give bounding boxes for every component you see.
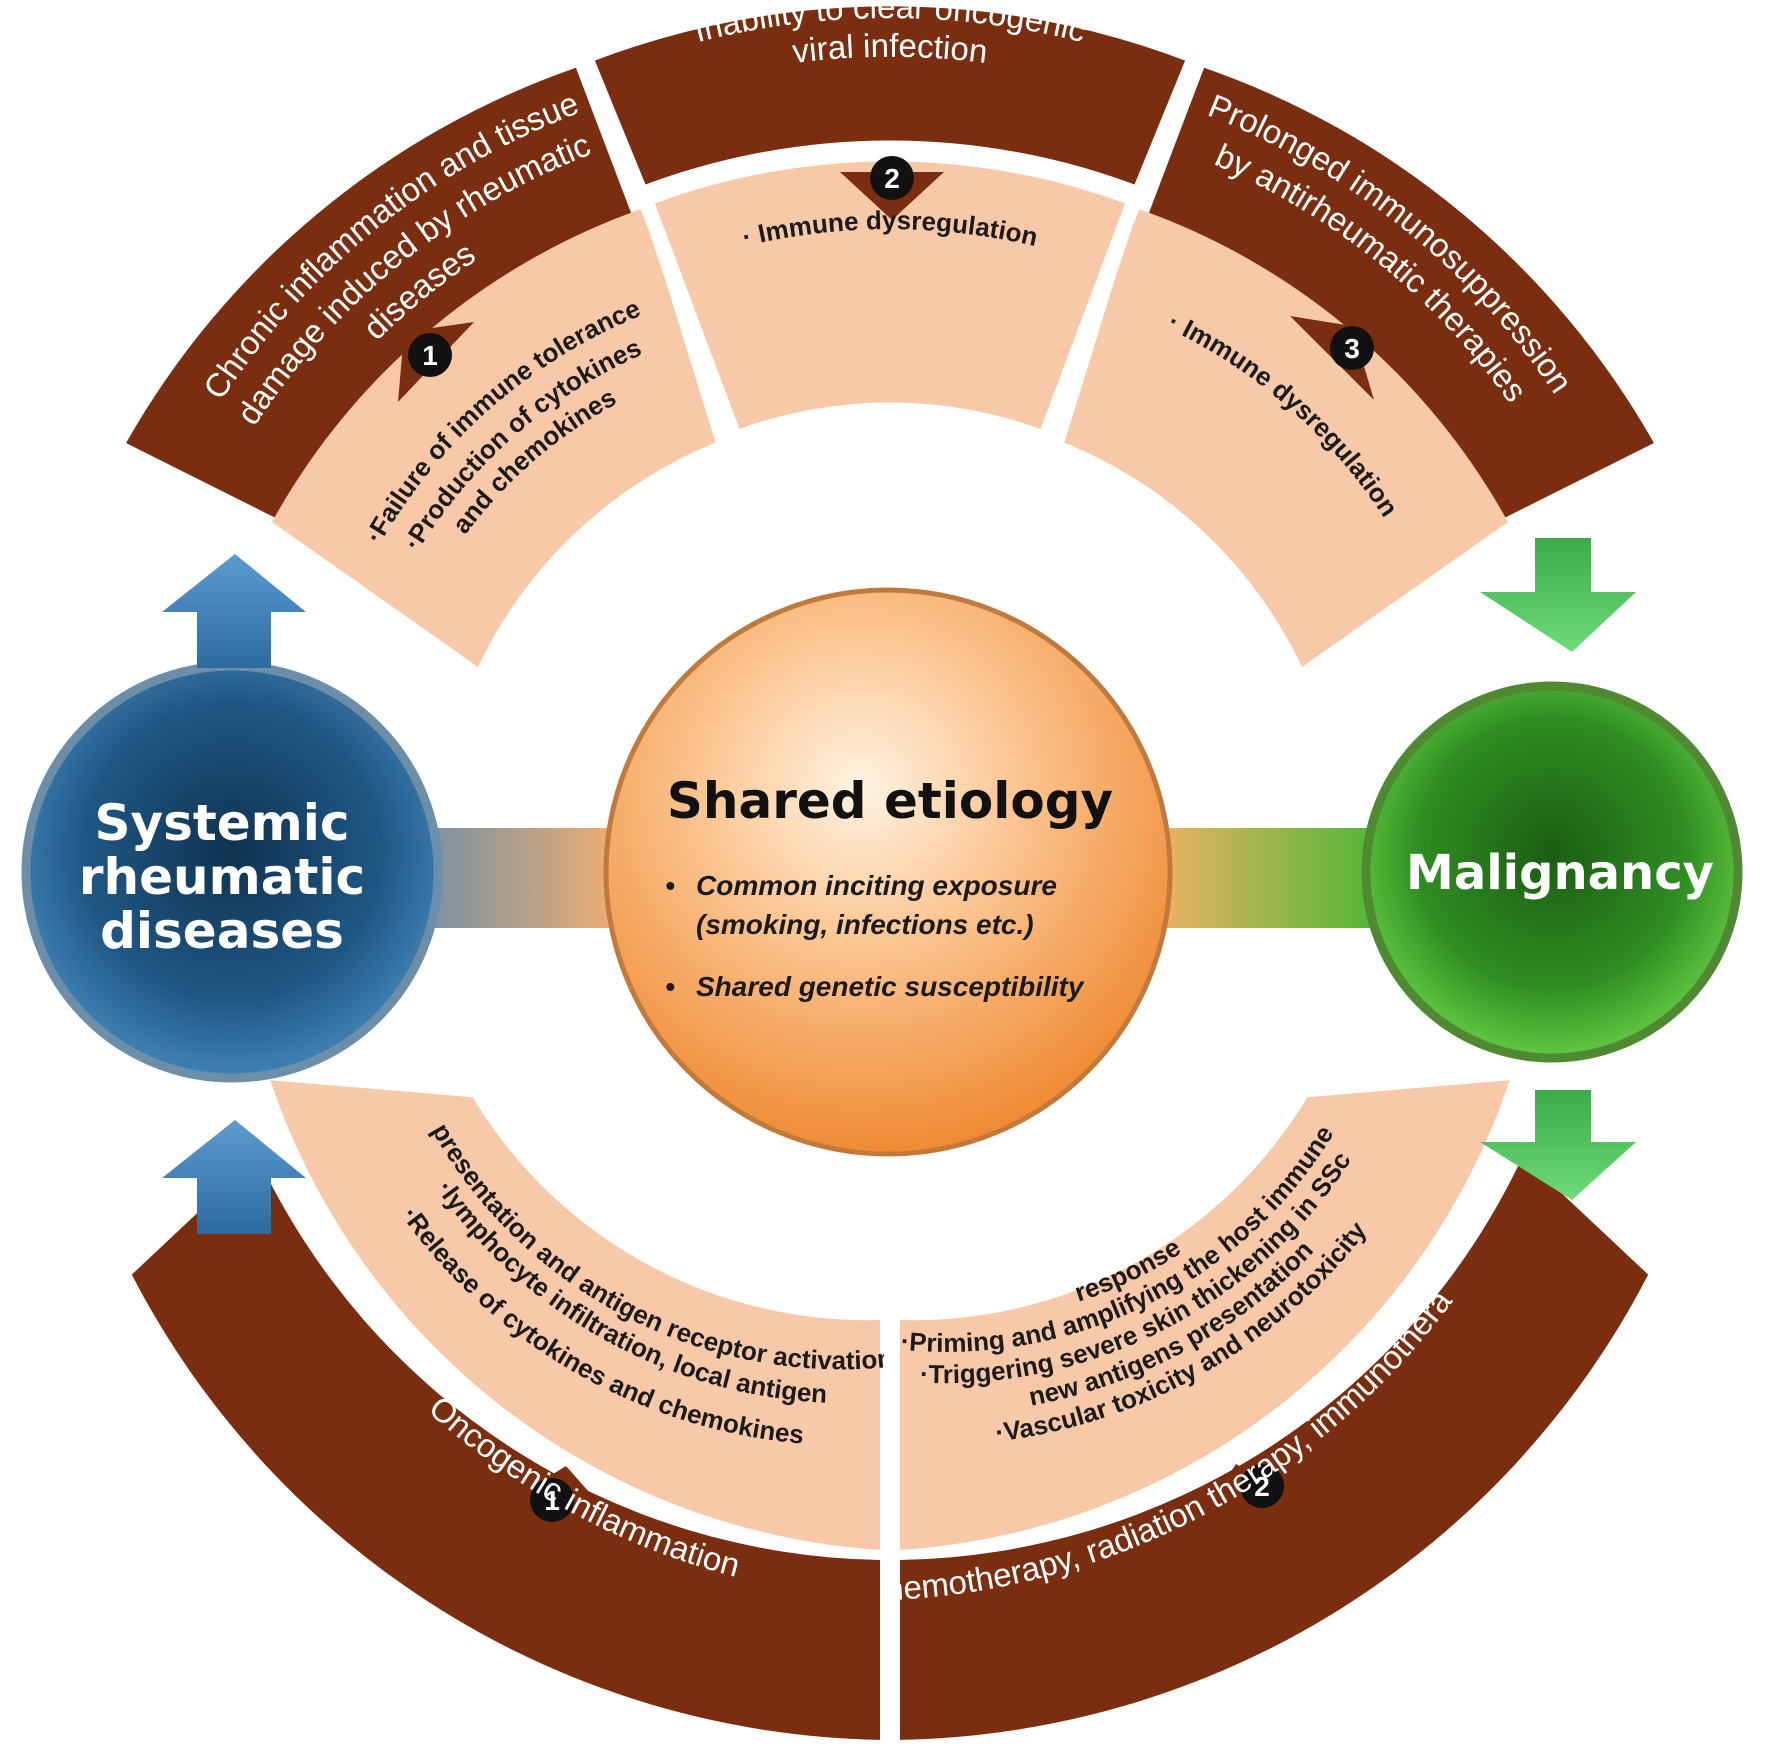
number-bottom-left: 1: [544, 1485, 560, 1516]
panel-bottom-left: [270, 1080, 880, 1550]
down-arrow-icon: [1480, 538, 1636, 652]
number-badge-top-middle: [870, 156, 914, 200]
number-badge-top-right: [1330, 326, 1374, 370]
connector-left: [410, 828, 630, 928]
band-top-middle: [592, 6, 1188, 189]
node-malignancy: [1361, 681, 1743, 1063]
number-badge-bottom-right: [1240, 1464, 1284, 1508]
down-arrow-icon: [1480, 1090, 1636, 1200]
center-title: Shared etiology: [667, 772, 1113, 830]
number-top-right: 3: [1344, 333, 1360, 364]
number-top-middle: 2: [884, 163, 900, 194]
panel-bottom-right: [900, 1080, 1510, 1550]
up-arrow-icon: [162, 1120, 306, 1234]
panel-top-middle: [654, 161, 1126, 430]
panel-top-left: [272, 208, 716, 668]
band-bottom-right: [900, 1156, 1649, 1740]
separator: [643, 210, 733, 454]
center-item-2: Shared genetic susceptibility: [696, 971, 1085, 1002]
panel-top-right: [1064, 208, 1508, 668]
number-bottom-right: 2: [1254, 1471, 1270, 1502]
number-top-left: 1: [422, 340, 438, 371]
center-item-1: Common inciting exposure: [696, 870, 1057, 901]
left-node-line-2: rheumatic: [79, 848, 365, 906]
center-bullet-1: •: [665, 870, 675, 901]
band-top-left: [126, 67, 633, 521]
band-top-right: [1147, 67, 1654, 521]
separator: [1047, 210, 1137, 454]
center-circle: [603, 587, 1173, 1157]
center-bullet-2: •: [665, 971, 675, 1002]
band-text-top-middle-2: viral infection: [790, 27, 989, 70]
number-badge-bottom-left: [530, 1478, 574, 1522]
left-node-line-1: Systemic: [94, 794, 349, 852]
center-item-1-cont: (smoking, infections etc.): [696, 909, 1034, 940]
up-arrow-icon: [162, 554, 306, 668]
number-badge-top-left: [408, 333, 452, 377]
left-node-line-3: diseases: [100, 902, 344, 960]
right-node-label: Malignancy: [1406, 845, 1714, 901]
connector-right: [1150, 828, 1370, 928]
band-bottom-left: [131, 1156, 881, 1740]
